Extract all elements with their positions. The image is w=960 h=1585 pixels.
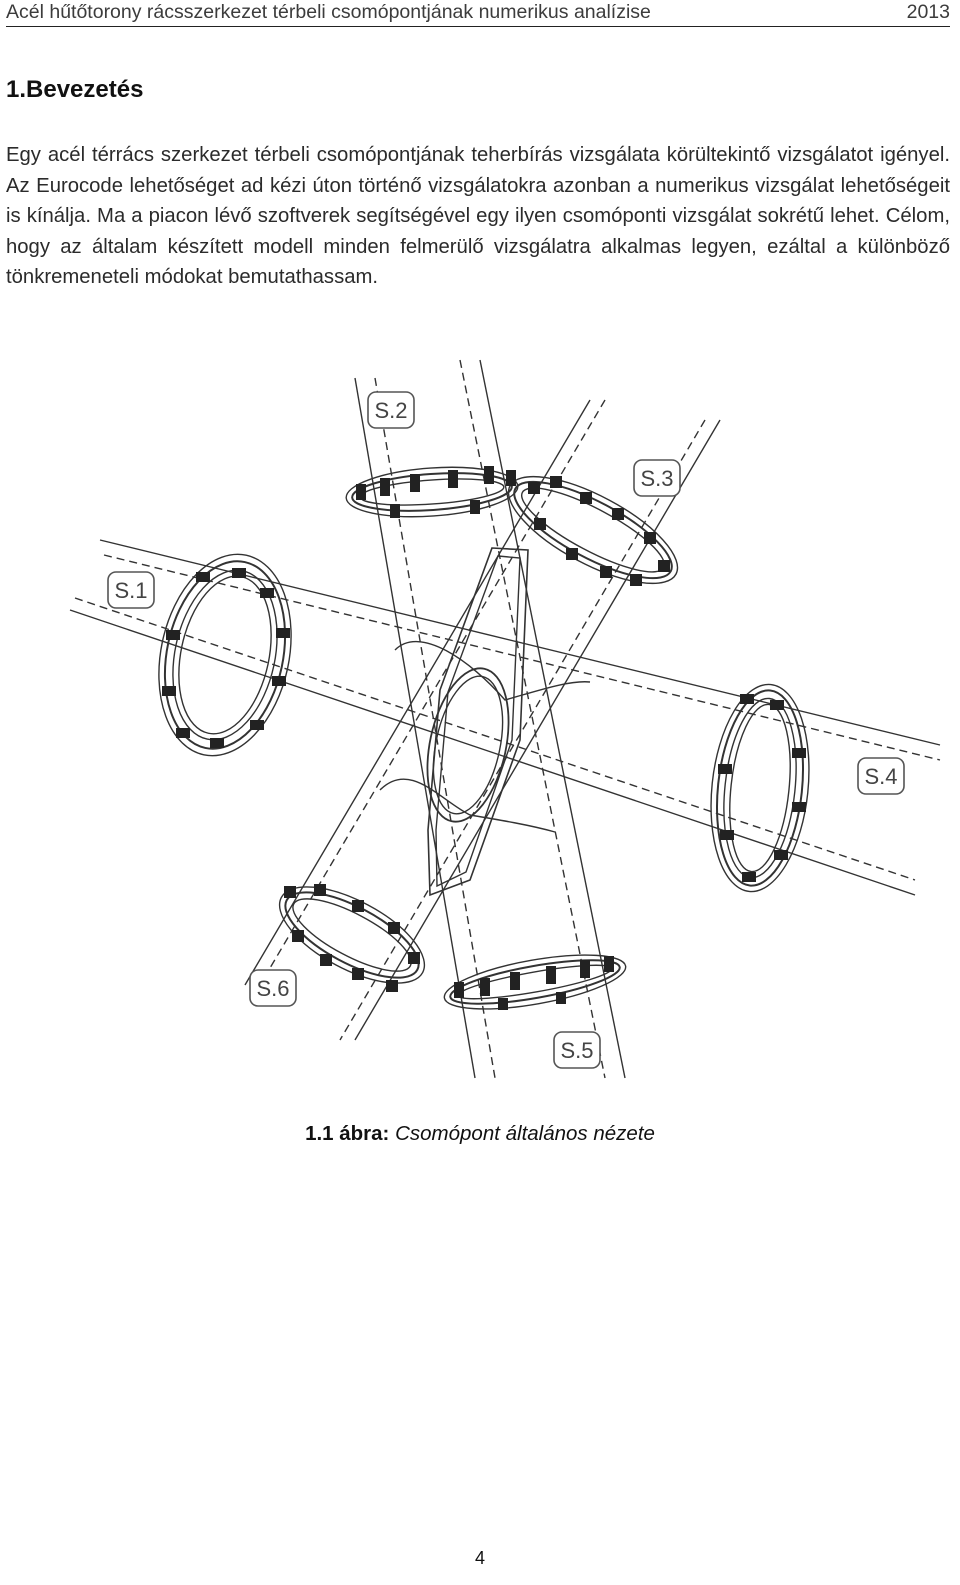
label-s2: S.2 [374,398,407,423]
figure-node-drawing: S.1 S.2 S.3 S.4 S.5 S.6 [0,355,960,1095]
page-number: 4 [474,1548,485,1568]
label-box-s6 [249,969,297,1007]
label-box-s4 [857,757,905,795]
label-s4: S.4 [864,764,897,789]
label-s3: S.3 [640,466,673,491]
header-year: 2013 [906,1,950,23]
figure-caption: 1.1 ábra: Csomópont általános nézete [0,1122,960,1146]
header-title: Acél hűtőtorony rácsszerkezet térbeli cs… [6,1,651,23]
node-wireframe: S.1 S.2 S.3 S.4 S.5 S.6 [69,359,941,1079]
label-box-s1 [107,571,155,609]
caption-text: Csomópont általános nézete [395,1122,655,1145]
label-box-s3 [633,459,681,497]
label-s6: S.6 [256,976,289,1001]
section-title: 1.Bevezetés [6,76,144,103]
label-s5: S.5 [560,1038,593,1063]
label-box-s2 [367,391,415,429]
body-paragraph: Egy acél térrács szerkezet térbeli csomó… [6,144,950,289]
caption-label: 1.1 ábra: [305,1122,390,1145]
label-s1: S.1 [114,578,147,603]
page-header: Acél hűtőtorony rácsszerkezet térbeli cs… [6,0,950,27]
label-box-s5 [553,1031,601,1069]
